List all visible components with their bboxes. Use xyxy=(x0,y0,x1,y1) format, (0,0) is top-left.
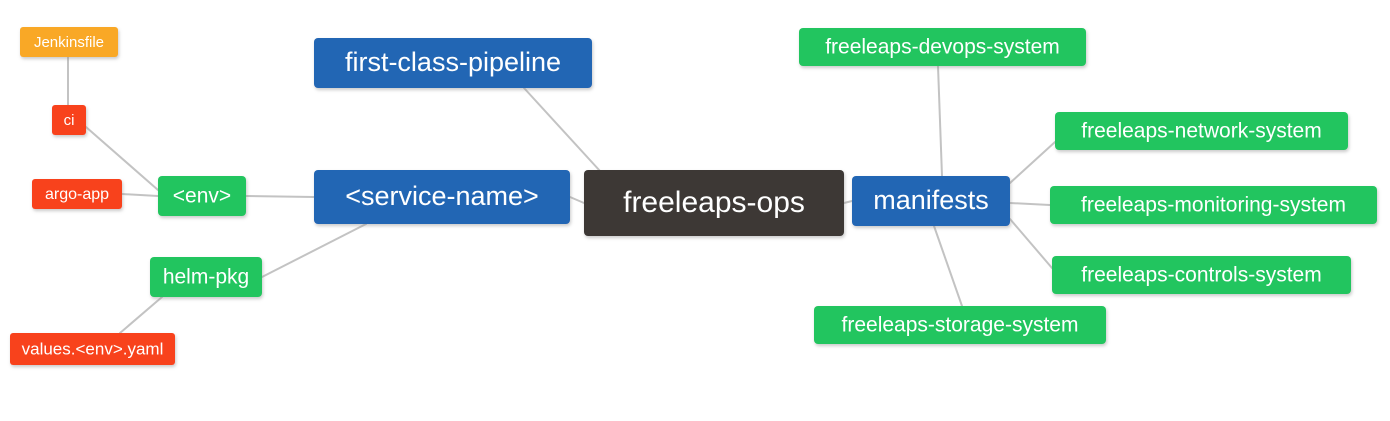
node-box-freeleaps-network-system[interactable] xyxy=(1055,112,1348,150)
node-jenkinsfile[interactable]: Jenkinsfile xyxy=(20,27,118,57)
edge-helm-pkg-values xyxy=(119,296,163,334)
node-freeleaps-controls-system[interactable]: freeleaps-controls-system xyxy=(1052,256,1351,294)
node-label-first-class-pipeline: first-class-pipeline xyxy=(345,47,561,77)
node-box-jenkinsfile[interactable] xyxy=(20,27,118,57)
node-values-env-yaml[interactable]: values.<env>.yaml xyxy=(10,333,175,365)
node-box-freeleaps-devops-system[interactable] xyxy=(799,28,1086,66)
node-label-env: <env> xyxy=(173,185,231,208)
node-box-freeleaps-storage-system[interactable] xyxy=(814,306,1106,344)
edge-ops-manifests xyxy=(843,200,853,204)
node-label-freeleaps-monitoring-system: freeleaps-monitoring-system xyxy=(1081,194,1346,217)
edge-manifests-controls xyxy=(1009,218,1053,269)
node-label-jenkinsfile: Jenkinsfile xyxy=(34,34,104,51)
node-label-argo-app: argo-app xyxy=(45,186,109,203)
node-box-service-name[interactable] xyxy=(314,170,570,224)
node-box-freeleaps-controls-system[interactable] xyxy=(1052,256,1351,294)
node-env[interactable]: <env> xyxy=(158,176,246,216)
node-service-name[interactable]: <service-name> xyxy=(314,170,570,224)
node-helm-pkg[interactable]: helm-pkg xyxy=(150,257,262,297)
edge-layer xyxy=(67,56,1056,334)
node-box-env[interactable] xyxy=(158,176,246,216)
edge-service-name-env xyxy=(245,195,315,198)
node-label-helm-pkg: helm-pkg xyxy=(163,266,249,289)
edge-manifests-storage xyxy=(933,225,963,307)
edge-env-argo-app xyxy=(121,193,159,197)
edge-env-ci xyxy=(85,126,159,191)
node-label-freeleaps-ops: freeleaps-ops xyxy=(623,186,805,219)
node-box-helm-pkg[interactable] xyxy=(150,257,262,297)
node-freeleaps-ops[interactable]: freeleaps-ops xyxy=(584,170,844,236)
node-box-freeleaps-monitoring-system[interactable] xyxy=(1050,186,1377,224)
node-freeleaps-devops-system[interactable]: freeleaps-devops-system xyxy=(799,28,1086,66)
node-label-freeleaps-storage-system: freeleaps-storage-system xyxy=(842,314,1079,337)
node-box-first-class-pipeline[interactable] xyxy=(314,38,592,88)
node-label-freeleaps-controls-system: freeleaps-controls-system xyxy=(1081,264,1321,287)
node-box-ci[interactable] xyxy=(52,105,86,135)
edge-ops-first-class-pipeline xyxy=(523,87,601,172)
edge-manifests-network xyxy=(1009,141,1056,184)
edge-manifests-devops xyxy=(937,65,943,177)
node-label-freeleaps-devops-system: freeleaps-devops-system xyxy=(825,36,1060,59)
edge-service-name-helm-pkg xyxy=(261,223,367,278)
node-freeleaps-monitoring-system[interactable]: freeleaps-monitoring-system xyxy=(1050,186,1377,224)
node-box-values-env-yaml[interactable] xyxy=(10,333,175,365)
node-argo-app[interactable]: argo-app xyxy=(32,179,122,209)
node-freeleaps-network-system[interactable]: freeleaps-network-system xyxy=(1055,112,1348,150)
edge-manifests-monitoring xyxy=(1009,202,1051,206)
node-first-class-pipeline[interactable]: first-class-pipeline xyxy=(314,38,592,88)
node-box-manifests[interactable] xyxy=(852,176,1010,226)
node-layer: freeleaps-ops <service-name> manifests firs… xyxy=(10,27,1377,365)
node-label-ci: ci xyxy=(64,112,75,129)
node-label-values-env-yaml: values.<env>.yaml xyxy=(22,339,164,358)
node-label-manifests: manifests xyxy=(873,185,989,215)
node-freeleaps-storage-system[interactable]: freeleaps-storage-system xyxy=(814,306,1106,344)
node-box-argo-app[interactable] xyxy=(32,179,122,209)
edge-ops-service-name xyxy=(569,196,585,204)
node-box-freeleaps-ops[interactable] xyxy=(584,170,844,236)
node-label-service-name: <service-name> xyxy=(345,181,539,211)
node-ci[interactable]: ci xyxy=(52,105,86,135)
node-manifests[interactable]: manifests xyxy=(852,176,1010,226)
node-label-freeleaps-network-system: freeleaps-network-system xyxy=(1081,120,1321,143)
